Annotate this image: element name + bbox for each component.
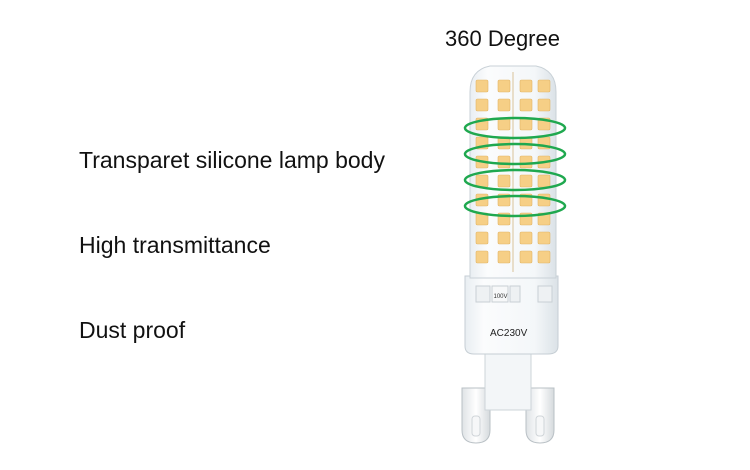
led-chip bbox=[497, 155, 511, 169]
collar-notch bbox=[475, 285, 491, 303]
led-chip bbox=[497, 117, 511, 131]
led-chip bbox=[519, 155, 533, 169]
led-chip bbox=[537, 193, 551, 207]
chip-marking: 100V bbox=[494, 294, 508, 300]
feature-silicone-body: Transparet silicone lamp body bbox=[79, 147, 385, 173]
led-chip bbox=[475, 79, 489, 93]
g9-led-bulb-image: 100V AC230V bbox=[461, 65, 567, 444]
rotation-ring bbox=[463, 116, 567, 140]
rotation-ring bbox=[463, 168, 567, 192]
led-chip bbox=[497, 98, 511, 112]
led-chip bbox=[519, 231, 533, 245]
led-chip bbox=[519, 98, 533, 112]
rotation-ring bbox=[463, 142, 567, 166]
led-chip bbox=[537, 231, 551, 245]
led-chip bbox=[537, 98, 551, 112]
led-chips bbox=[475, 72, 551, 272]
led-chip bbox=[519, 79, 533, 93]
led-chip bbox=[497, 79, 511, 93]
led-chip bbox=[537, 79, 551, 93]
feature-high-transmittance: High transmittance bbox=[79, 232, 271, 258]
rotation-rings bbox=[463, 116, 567, 218]
led-chip bbox=[475, 250, 489, 264]
led-chip bbox=[497, 174, 511, 188]
led-chip bbox=[519, 174, 533, 188]
led-chip bbox=[475, 231, 489, 245]
voltage-marking: AC230V bbox=[490, 328, 528, 339]
led-chip bbox=[537, 174, 551, 188]
led-chip bbox=[537, 250, 551, 264]
feature-dust-proof: Dust proof bbox=[79, 317, 186, 343]
pins bbox=[461, 387, 555, 444]
collar-chip bbox=[491, 285, 509, 303]
led-chip bbox=[519, 117, 533, 131]
led-chip bbox=[519, 250, 533, 264]
rotation-ring bbox=[463, 194, 567, 218]
collar-contact bbox=[509, 285, 521, 303]
base-stem bbox=[484, 347, 532, 411]
led-chip bbox=[475, 98, 489, 112]
rotation-caption: 360 Degree bbox=[445, 26, 560, 51]
collar-notch bbox=[537, 285, 553, 303]
led-chip bbox=[475, 174, 489, 188]
led-chip bbox=[497, 231, 511, 245]
led-chip bbox=[497, 250, 511, 264]
